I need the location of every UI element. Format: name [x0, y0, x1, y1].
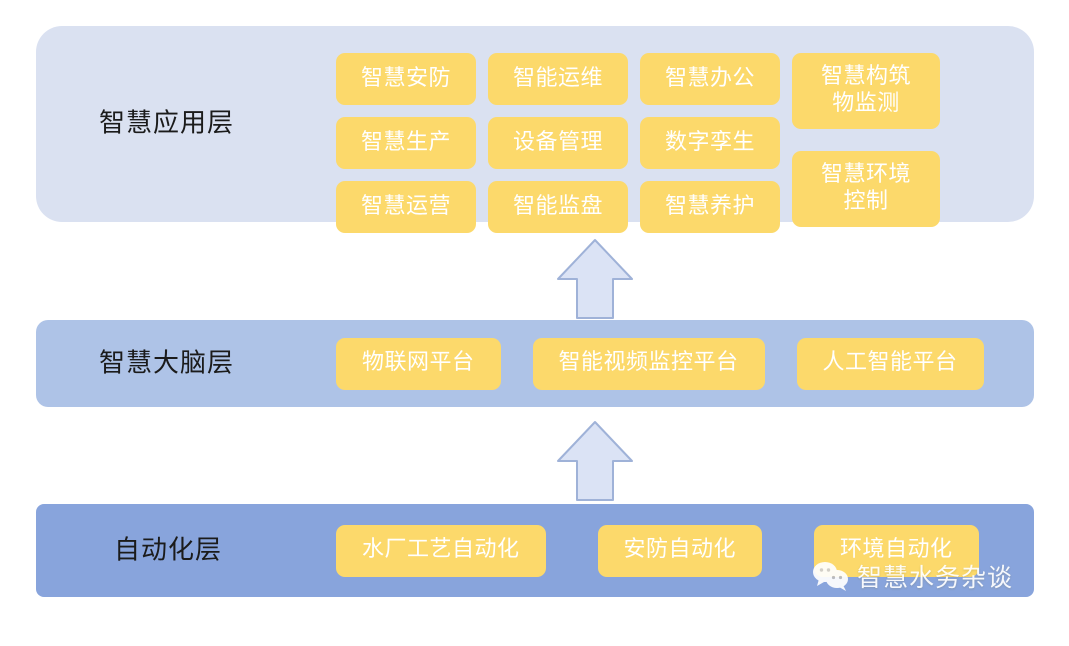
- tile-smart-maintenance[interactable]: 智慧养护: [640, 181, 780, 233]
- tile-iot-platform[interactable]: 物联网平台: [336, 337, 501, 390]
- tile-smart-operations[interactable]: 智慧运营: [336, 181, 476, 233]
- watermark: 智慧水务杂谈: [812, 558, 1013, 594]
- tile-intelligent-video-surveillance-platform[interactable]: 智能视频监控平台: [532, 337, 765, 390]
- tile-security-automation[interactable]: 安防自动化: [597, 524, 763, 577]
- tile-smart-office[interactable]: 智慧办公: [640, 53, 780, 105]
- tile-smart-environment-control[interactable]: 智慧环境 控制: [792, 151, 940, 227]
- tile-ai-platform[interactable]: 人工智能平台: [796, 337, 984, 390]
- application-column-4: 智慧构筑 物监测 智慧环境 控制: [792, 53, 940, 233]
- tile-intelligent-om[interactable]: 智能运维: [488, 53, 628, 105]
- application-column-3: 智慧办公 数字孪生 智慧养护: [640, 53, 780, 233]
- tile-intelligent-monitoring-board[interactable]: 智能监盘: [488, 181, 628, 233]
- automation-tile-row: 水厂工艺自动化 安防自动化 环境自动化: [336, 524, 979, 577]
- layer-application-label: 智慧应用层: [99, 108, 235, 139]
- layer-automation-label: 自动化层: [114, 534, 223, 565]
- tile-digital-twin[interactable]: 数字孪生: [640, 117, 780, 169]
- layer-automation: 自动化层 水厂工艺自动化 安防自动化 环境自动化: [36, 504, 1034, 597]
- application-column-1: 智慧安防 智慧生产 智慧运营: [336, 53, 476, 233]
- application-tile-grid: 智慧安防 智慧生产 智慧运营 智能运维 设备管理 智能监盘 智慧办公 数字孪生 …: [336, 53, 940, 233]
- wechat-icon: [813, 562, 848, 591]
- tile-equipment-management[interactable]: 设备管理: [488, 117, 628, 169]
- layer-application: 智慧应用层 智慧安防 智慧生产 智慧运营 智能运维 设备管理 智能监盘 智慧办公…: [36, 26, 1034, 233]
- tile-environment-automation[interactable]: 环境自动化: [814, 524, 979, 577]
- layer-brain-label: 智慧大脑层: [99, 347, 235, 378]
- arrow-up-icon-brain-to-application: [557, 239, 633, 319]
- tile-smart-structure-monitoring[interactable]: 智慧构筑 物监测: [792, 53, 940, 129]
- tile-smart-security[interactable]: 智慧安防: [336, 53, 476, 105]
- arrow-up-icon-automation-to-brain: [557, 421, 633, 501]
- application-column-2: 智能运维 设备管理 智能监盘: [488, 53, 628, 233]
- watermark-text: 智慧水务杂谈: [857, 563, 1014, 592]
- tile-water-plant-process-automation[interactable]: 水厂工艺自动化: [336, 524, 546, 577]
- layer-brain: 智慧大脑层 物联网平台 智能视频监控平台 人工智能平台: [36, 320, 1034, 407]
- tile-smart-production[interactable]: 智慧生产: [336, 117, 476, 169]
- brain-tile-row: 物联网平台 智能视频监控平台 人工智能平台: [336, 337, 984, 390]
